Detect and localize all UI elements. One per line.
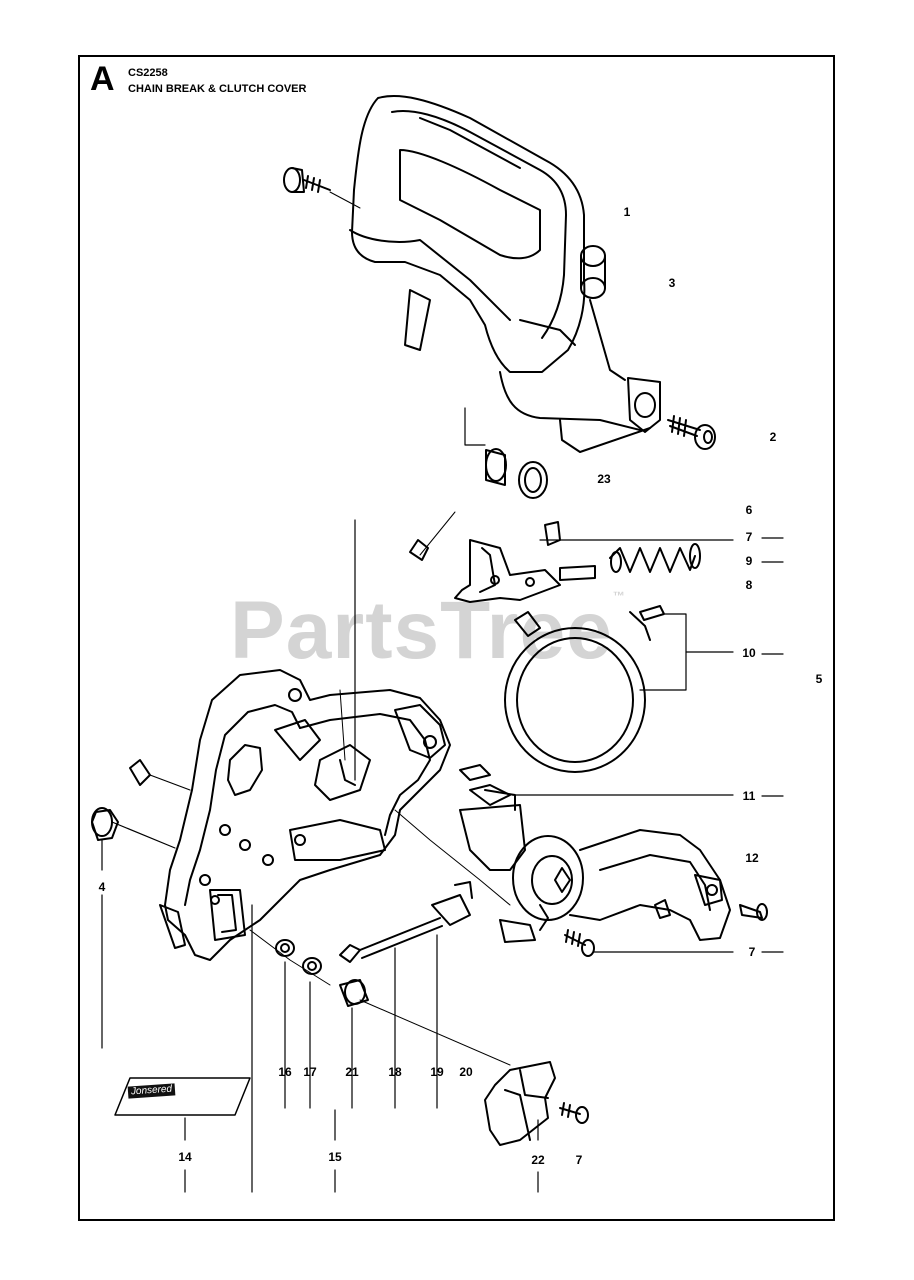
clutch-cover-body xyxy=(159,669,511,961)
diagram-title: CHAIN BREAK & CLUTCH COVER xyxy=(128,83,307,95)
watermark-text: PartsTree xyxy=(230,585,613,676)
callout-10: 10 xyxy=(742,646,756,660)
callout-14: 14 xyxy=(178,1150,192,1164)
callout-11: 11 xyxy=(742,789,756,803)
brake-parts-11-12 xyxy=(459,764,768,943)
brake-band-part-10 xyxy=(504,605,734,773)
callout-2: 2 xyxy=(769,430,777,444)
brake-lever-assembly xyxy=(354,511,701,781)
callout-4: 4 xyxy=(98,880,106,894)
callout-22: 22 xyxy=(531,1153,545,1167)
callout-9: 9 xyxy=(745,554,753,568)
tensioner-part-4 xyxy=(91,759,191,1049)
screw-top-left xyxy=(283,167,361,209)
callout-12: 12 xyxy=(745,851,759,865)
callout-17: 17 xyxy=(303,1065,317,1079)
callout-16: 16 xyxy=(278,1065,292,1079)
callout-23: 23 xyxy=(597,472,611,486)
callout-5: 5 xyxy=(815,672,823,686)
bushing-part-23 xyxy=(464,407,548,499)
callout-3: 3 xyxy=(668,276,676,290)
callout-21: 21 xyxy=(345,1065,359,1079)
callout-7-bottom: 7 xyxy=(575,1153,583,1167)
section-letter: A xyxy=(90,60,115,98)
callout-18: 18 xyxy=(388,1065,402,1079)
callout-20: 20 xyxy=(459,1065,473,1079)
diagram-frame xyxy=(78,55,835,1221)
callout-7-middle: 7 xyxy=(748,945,756,959)
watermark: PartsTree™ xyxy=(230,590,626,672)
callout-6: 6 xyxy=(745,503,753,517)
decal-part-14 xyxy=(114,1077,251,1193)
leader-lines xyxy=(334,537,784,1193)
callout-8: 8 xyxy=(745,578,753,592)
callout-15: 15 xyxy=(328,1150,342,1164)
chain-brake-handle xyxy=(349,95,651,453)
callout-7-top: 7 xyxy=(745,530,753,544)
trademark-symbol: ™ xyxy=(612,589,626,603)
cover-part-22 xyxy=(484,1061,589,1193)
model-number: CS2258 xyxy=(128,67,168,79)
callout-1: 1 xyxy=(623,205,631,219)
screw-lower-right xyxy=(564,929,734,957)
bushing-part-3 xyxy=(580,245,661,433)
callout-19: 19 xyxy=(430,1065,444,1079)
small-parts-row xyxy=(249,881,511,1193)
screw-part-2 xyxy=(667,415,716,450)
